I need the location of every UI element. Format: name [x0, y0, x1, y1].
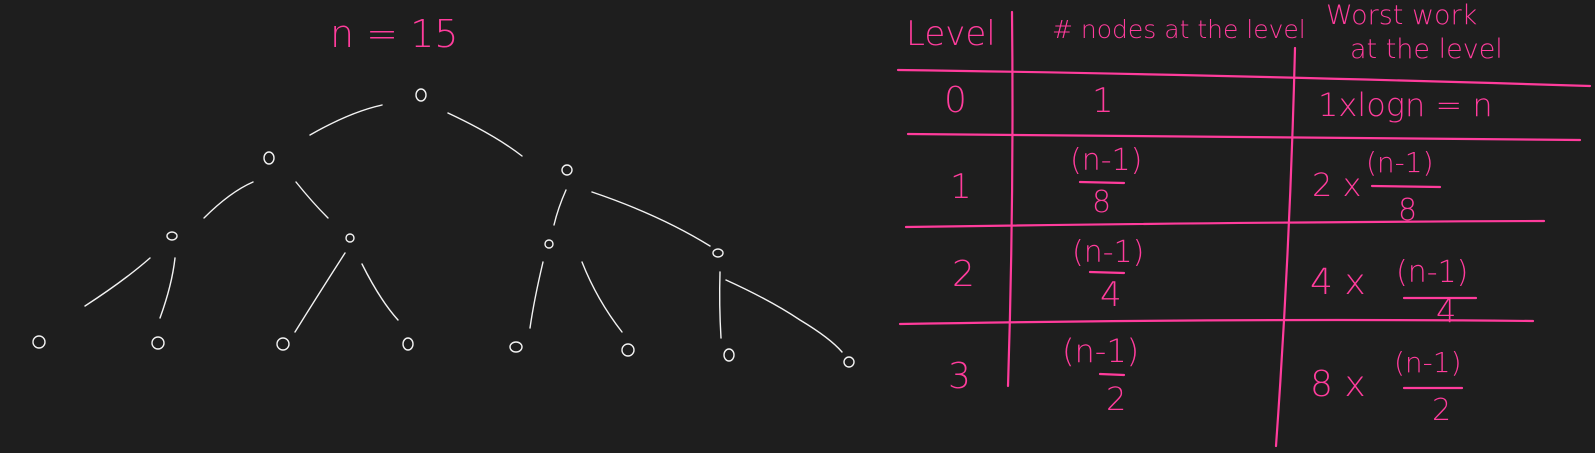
tree-node — [345, 233, 355, 243]
tree-node — [32, 335, 46, 349]
tree-edge — [529, 261, 544, 329]
header-level: Level — [906, 14, 996, 54]
row1-work-den: 8 — [1398, 193, 1417, 228]
row1-nodes-num: (n-1) — [1070, 143, 1142, 178]
tree-edge — [84, 257, 151, 307]
row2-nodes-den: 4 — [1100, 275, 1122, 315]
row2-work-coef: 4 x — [1310, 262, 1366, 303]
row2-nodes-num: (n-1) — [1072, 235, 1144, 270]
table-line — [906, 132, 1582, 142]
tree-edge — [591, 191, 711, 247]
row1-work-fraction-bar — [1370, 184, 1442, 189]
row3-work-coef: 8 x — [1310, 364, 1366, 405]
table-line — [898, 318, 1535, 326]
tree-node — [166, 231, 178, 241]
tree-title: n = 15 — [330, 12, 458, 56]
tree-node — [415, 88, 427, 102]
row2-level: 2 — [952, 254, 975, 295]
row1-work-num: (n-1) — [1366, 146, 1434, 179]
table-line — [896, 68, 1592, 88]
tree-edge — [447, 112, 523, 157]
tree-node — [561, 164, 573, 176]
tree-node — [712, 248, 724, 258]
header-work-line1: Worst work — [1326, 0, 1477, 31]
row0-level: 0 — [944, 80, 967, 121]
tree-edge — [294, 252, 346, 333]
tree-node — [151, 336, 165, 350]
header-work-line2: at the level — [1350, 34, 1503, 65]
tree-node — [402, 337, 414, 351]
row3-nodes-den: 2 — [1106, 380, 1126, 418]
tree-edge — [159, 257, 176, 319]
tree-node — [843, 356, 855, 368]
tree-node — [263, 151, 275, 165]
tree-diagram — [32, 88, 855, 368]
tree-node — [621, 343, 635, 357]
tree-node — [544, 239, 554, 249]
table-line — [1006, 10, 1014, 388]
header-nodes: # nodes at the level — [1052, 15, 1306, 44]
level-table: Level # nodes at the level Worst work at… — [896, 0, 1592, 448]
tree-node — [509, 341, 523, 353]
row0-work: 1xlogn = n — [1318, 86, 1493, 124]
table-line — [904, 219, 1546, 229]
row1-nodes-den: 8 — [1092, 185, 1111, 220]
row2-work-num: (n-1) — [1396, 255, 1468, 290]
tree-edge — [725, 279, 843, 353]
row2-work-den: 4 — [1436, 292, 1456, 330]
tree-edge — [718, 271, 722, 339]
row3-nodes-num: (n-1) — [1062, 332, 1139, 370]
table-line — [1274, 46, 1297, 448]
row1-work-coef: 2 x — [1312, 166, 1361, 204]
tree-edge — [203, 181, 254, 219]
tree-edge — [553, 189, 567, 226]
row3-work-den: 2 — [1432, 393, 1451, 428]
tree-edge — [309, 104, 383, 136]
tree-node — [723, 348, 735, 362]
row3-level: 3 — [948, 356, 971, 397]
row1-nodes-fraction-bar — [1078, 180, 1126, 185]
tree-edge — [581, 261, 623, 333]
row2-nodes-fraction-bar — [1088, 270, 1126, 275]
tree-node — [276, 337, 290, 351]
row0-nodes: 1 — [1092, 81, 1114, 121]
row3-nodes-fraction-bar — [1098, 372, 1126, 377]
row1-level: 1 — [950, 167, 972, 207]
row3-work-num: (n-1) — [1394, 346, 1462, 379]
tree-edge — [361, 263, 399, 321]
tree-edge — [295, 181, 329, 219]
